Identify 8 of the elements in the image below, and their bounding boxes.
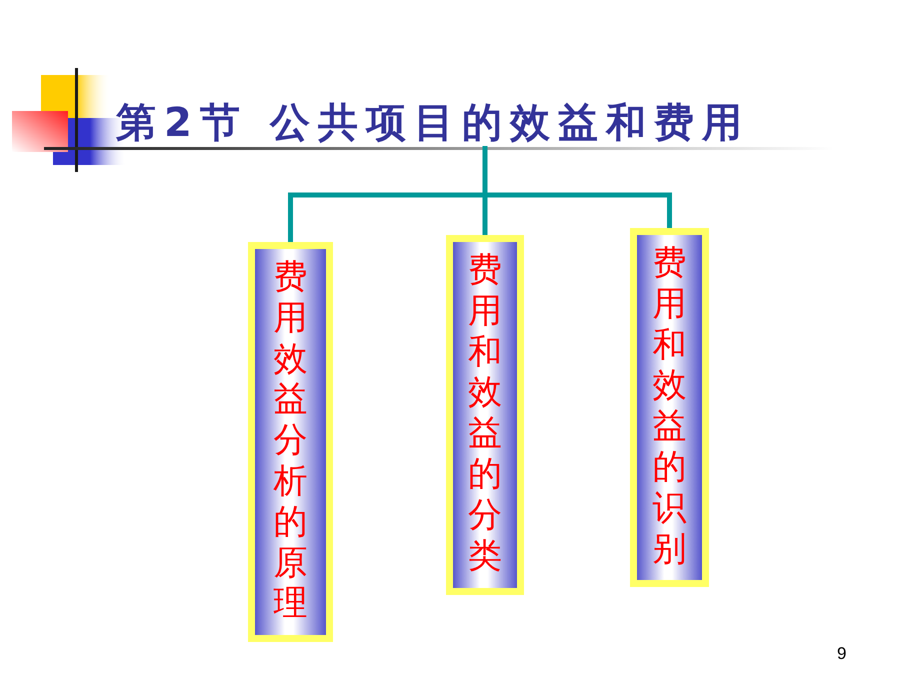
page-number: 9 [837,644,846,664]
pillar-box [630,228,709,587]
pillar-box [248,242,333,642]
pillar-caption: 费用效益分析的原理 [274,257,308,624]
pillar-box [446,235,524,595]
pillar-caption: 费用和效益的分类 [468,250,502,576]
title-heading: 第2节 公共项目的效益和费用 [116,100,750,146]
pillar-caption: 费用和效益的识别 [652,243,686,570]
